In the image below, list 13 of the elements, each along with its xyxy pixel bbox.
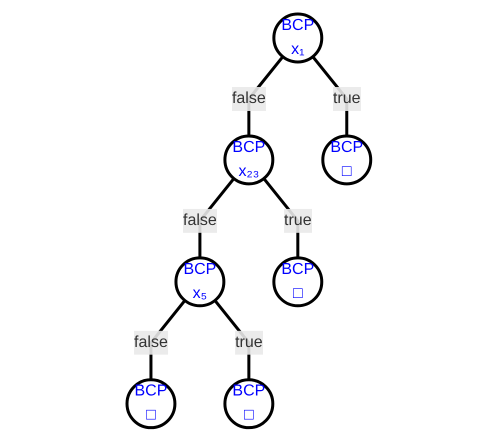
node-circle: BCP □ <box>126 378 177 430</box>
edge-label: false <box>183 212 217 229</box>
node-circle: BCP □ <box>272 256 324 308</box>
edge-label: false <box>134 334 168 351</box>
node-circle: BCP x₁ <box>272 12 324 64</box>
node-circle: BCP □ <box>224 378 274 430</box>
edge-label: true <box>235 334 263 351</box>
node-circle: BCP x₂₃ <box>224 134 274 186</box>
node-circle: BCP □ <box>321 134 372 186</box>
edge-label: true <box>333 90 361 108</box>
edge-label: false <box>232 90 266 108</box>
edge-label: true <box>284 212 312 229</box>
node-circle: BCP x₅ <box>174 256 226 308</box>
